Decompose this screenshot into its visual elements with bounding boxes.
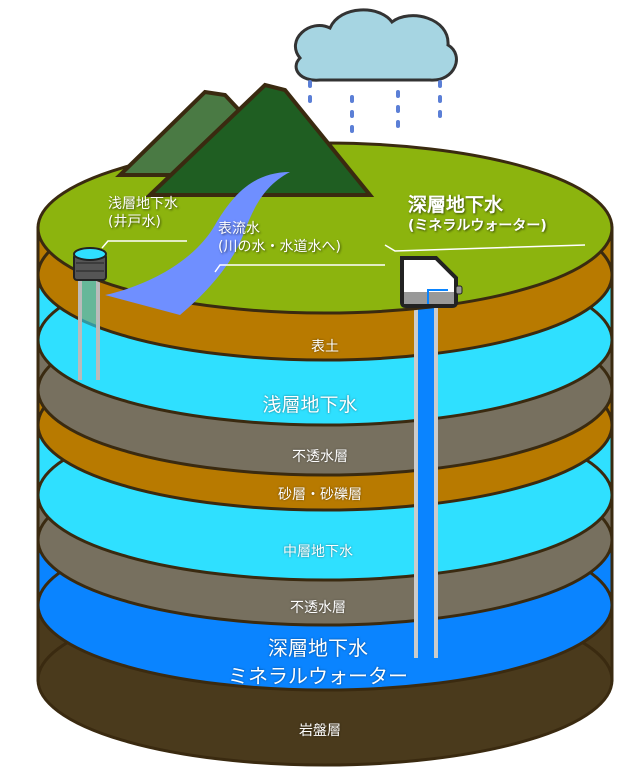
rain — [308, 80, 442, 133]
layer-label-impermeable-2: 不透水層 — [290, 600, 346, 616]
surface-water-label-line1: 表流水 — [218, 221, 260, 237]
cloud — [293, 8, 458, 82]
deep-pipe — [414, 300, 438, 658]
layer-label-mineral-water: ミネラルウォーター — [228, 664, 408, 688]
layer-label-shallow-water: 浅層地下水 — [262, 394, 358, 416]
layer-label-deep-water: 深層地下水 — [268, 636, 368, 660]
surface-water-label-line2: (川の水・水道水へ) — [218, 238, 341, 255]
layer-label-impermeable-1: 不透水層 — [292, 449, 348, 465]
deep-water-label: 深層地下水 (ミネラルウォーター) — [408, 194, 547, 235]
layer-label-topsoil: 表土 — [311, 339, 339, 355]
leader-lines — [101, 240, 586, 273]
shallow-well-label-line2: (井戸水) — [108, 213, 161, 230]
layer-label-sand-gravel: 砂層・砂礫層 — [278, 487, 362, 503]
layer-label-bedrock: 岩盤層 — [299, 723, 341, 739]
layer-label-middle-water: 中層地下水 — [283, 544, 353, 560]
deep-water-label-line1: 深層地下水 — [408, 194, 504, 216]
deep-water-label-line2: (ミネラルウォーター) — [408, 217, 547, 234]
surface-water-label: 表流水 (川の水・水道水へ) — [218, 221, 341, 256]
river — [105, 172, 290, 315]
shallow-well-label: 浅層地下水 (井戸水) — [108, 196, 178, 231]
shallow-well-label-line1: 浅層地下水 — [108, 196, 178, 212]
mineral-water-tank-icon — [400, 256, 463, 308]
mountain-front — [145, 82, 375, 197]
well-icon — [73, 247, 107, 281]
well-pipe — [78, 270, 100, 380]
